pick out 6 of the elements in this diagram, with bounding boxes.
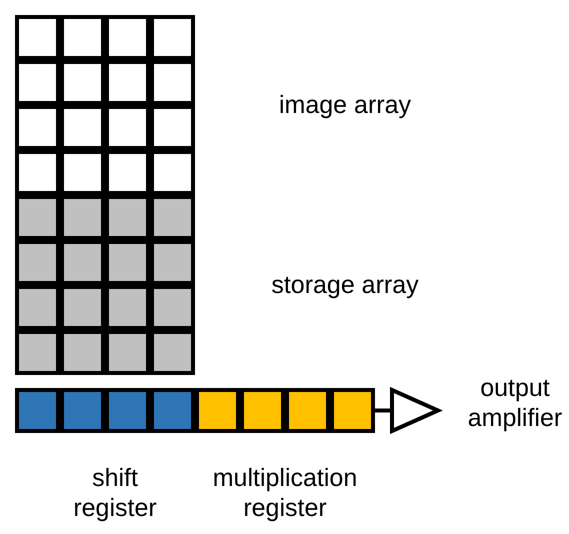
component-label: storage array <box>270 270 420 300</box>
component-label: image array <box>278 90 412 120</box>
component-label: multiplication register <box>212 463 358 523</box>
connector-line <box>375 408 390 412</box>
component-label: shift register <box>72 463 158 523</box>
component-label: output amplifier <box>466 373 564 433</box>
